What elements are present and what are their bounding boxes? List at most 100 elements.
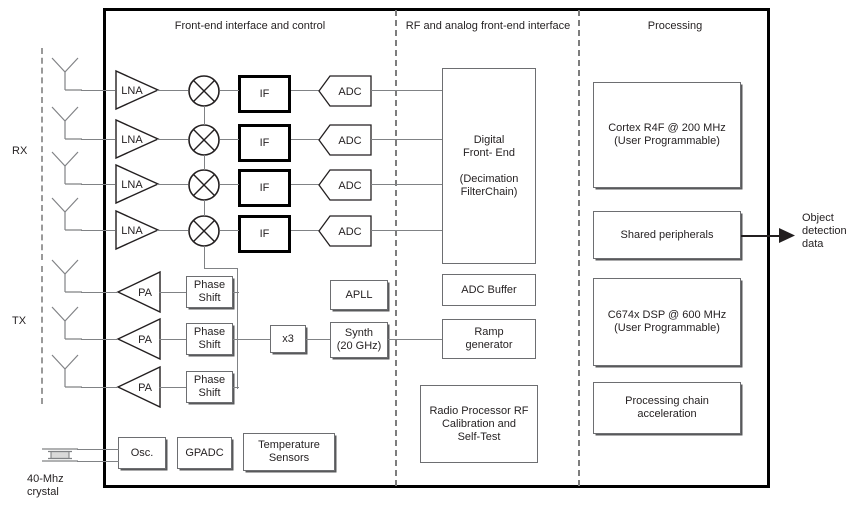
link-mixer4-if4	[220, 230, 239, 231]
pa-1: PA	[116, 270, 161, 314]
crystal-icon	[42, 444, 78, 466]
mixer-4	[187, 214, 221, 248]
apll-block: APLL	[330, 280, 388, 310]
link-lna3-mixer3	[157, 184, 188, 185]
svg-text:LNA: LNA	[121, 134, 143, 146]
antenna-rx-2	[48, 105, 82, 151]
svg-text:ADC: ADC	[338, 226, 361, 238]
phase-shift-1: Phase Shift	[186, 276, 233, 308]
svg-text:PA: PA	[138, 287, 153, 299]
adc-2: ADC	[318, 124, 373, 156]
link-adc1-dfe	[371, 90, 443, 91]
svg-text:LNA: LNA	[121, 85, 143, 97]
lo-link-1-2	[204, 106, 205, 125]
ramp-generator-block: Ramp generator	[442, 319, 536, 359]
svg-text:LNA: LNA	[121, 225, 143, 237]
phase-shift-2: Phase Shift	[186, 323, 233, 355]
link-if2-adc2	[291, 139, 319, 140]
link-ps2-x3	[233, 339, 271, 340]
link-ps1-bus	[233, 292, 239, 293]
label-tx: TX	[12, 315, 27, 327]
gpadc-block: GPADC	[177, 437, 232, 469]
pa-3: PA	[116, 365, 161, 409]
link-if1-adc1	[291, 90, 319, 91]
crystal-caption: 40-Mhz crystal	[27, 473, 64, 498]
dsp-block: C674x DSP @ 600 MHz (User Programmable)	[593, 278, 741, 366]
svg-text:ADC: ADC	[338, 180, 361, 192]
adc-1: ADC	[318, 75, 373, 107]
svg-text:ADC: ADC	[338, 135, 361, 147]
link-ps3-bus	[233, 387, 239, 388]
output-caption: Object detection data	[802, 212, 847, 250]
lna-4: LNA	[115, 209, 160, 251]
antenna-tx-2	[48, 305, 82, 351]
multiplier-x3-block: x3	[270, 325, 306, 353]
section-title-processing: Processing	[647, 20, 703, 32]
link-pa2-ps2	[159, 339, 186, 340]
svg-text:PA: PA	[138, 382, 153, 394]
feed-rx-3	[81, 184, 115, 185]
lna-1: LNA	[115, 69, 160, 111]
lna-2: LNA	[115, 118, 160, 160]
output-arrow-icon	[779, 227, 797, 244]
link-x3-synth	[306, 339, 330, 340]
adc-3: ADC	[318, 169, 373, 201]
svg-text:ADC: ADC	[338, 86, 361, 98]
digital-front-end-block: Digital Front- End (Decimation FilterCha…	[442, 68, 536, 264]
lo-link-3-4	[204, 200, 205, 216]
mixer-3	[187, 168, 221, 202]
svg-text:PA: PA	[138, 334, 153, 346]
crystal-lead-top	[77, 449, 119, 450]
phase-shift-3: Phase Shift	[186, 371, 233, 403]
link-mixer3-if3	[220, 184, 239, 185]
if-block-1: IF	[238, 75, 291, 113]
adc-4: ADC	[318, 215, 373, 247]
feed-tx-2	[81, 339, 117, 340]
link-lna4-mixer4	[157, 230, 188, 231]
divider-frontend-rf	[395, 10, 397, 486]
antenna-rx-4	[48, 196, 82, 242]
section-title-frontend: Front-end interface and control	[174, 20, 326, 32]
divider-antennas-tx	[41, 266, 43, 404]
radio-processor-block: Radio Processor RF Calibration and Self-…	[420, 385, 538, 463]
chip-outline	[103, 8, 770, 488]
mixer-1	[187, 74, 221, 108]
feed-tx-3	[81, 387, 117, 388]
if-block-4: IF	[238, 215, 291, 253]
osc-block: Osc.	[118, 437, 166, 469]
link-adc4-dfe	[371, 230, 443, 231]
antenna-tx-1	[48, 258, 82, 304]
link-mixer2-if2	[220, 139, 239, 140]
crystal-lead-bottom	[77, 461, 119, 462]
link-pa3-ps3	[159, 387, 186, 388]
adc-buffer-block: ADC Buffer	[442, 274, 536, 306]
shared-peripherals-block: Shared peripherals	[593, 211, 741, 259]
label-rx: RX	[12, 145, 28, 157]
divider-rf-processing	[578, 10, 580, 486]
lo-link-2-3	[204, 155, 205, 170]
link-adc3-dfe	[371, 184, 443, 185]
link-adc2-dfe	[371, 139, 443, 140]
pa-2: PA	[116, 317, 161, 361]
feed-rx-2	[81, 139, 115, 140]
antenna-rx-3	[48, 150, 82, 196]
synth-block: Synth (20 GHz)	[330, 322, 388, 358]
divider-antennas-rx	[41, 48, 43, 260]
lo-feed-across	[204, 268, 238, 269]
link-if3-adc3	[291, 184, 319, 185]
antenna-tx-3	[48, 353, 82, 399]
antenna-rx-1	[48, 56, 82, 102]
mixer-2	[187, 123, 221, 157]
link-if4-adc4	[291, 230, 319, 231]
if-block-2: IF	[238, 124, 291, 162]
lo-bus-vertical	[237, 268, 238, 389]
link-peripherals-output	[741, 235, 788, 237]
link-lna1-mixer1	[157, 90, 188, 91]
link-mixer1-if1	[220, 90, 239, 91]
temperature-sensors-block: Temperature Sensors	[243, 433, 335, 471]
feed-rx-1	[81, 90, 115, 91]
lo-feed-down	[204, 246, 205, 268]
link-pa1-ps1	[159, 292, 186, 293]
cortex-r4f-block: Cortex R4F @ 200 MHz (User Programmable)	[593, 82, 741, 188]
feed-tx-1	[81, 292, 117, 293]
